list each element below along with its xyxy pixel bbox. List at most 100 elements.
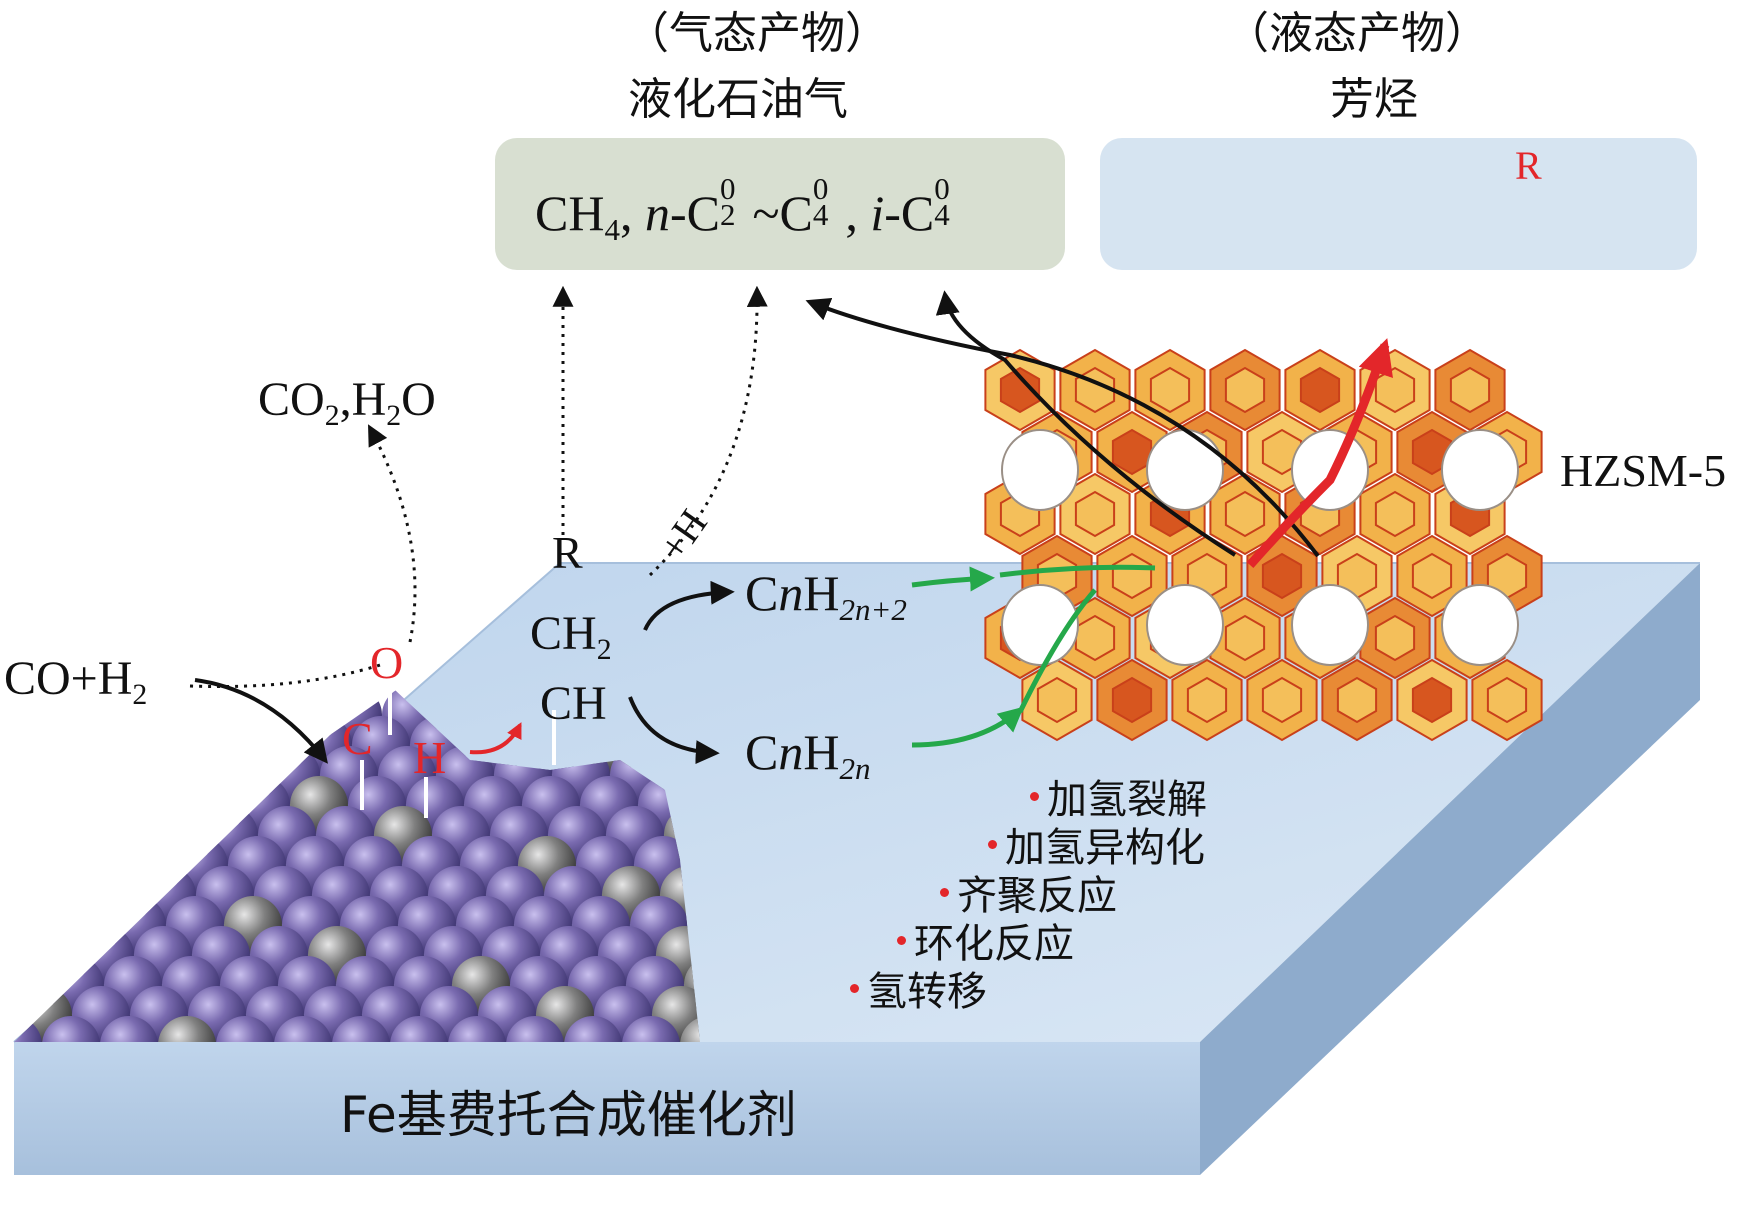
ch2-sub: 2	[596, 632, 612, 666]
formula-ch-sub: 4	[604, 211, 620, 247]
iron-atom	[14, 1016, 42, 1042]
chain-r-label: R	[552, 527, 583, 578]
reaction-text-1: 加氢裂解	[1047, 777, 1207, 823]
reaction-text-5: 氢转移	[867, 969, 987, 1015]
reaction-text-3: 齐聚反应	[957, 873, 1117, 919]
iron-atom	[274, 1016, 332, 1042]
bullet-icon	[988, 839, 997, 849]
iron-atom	[332, 1016, 390, 1042]
surface-bonds	[360, 693, 556, 818]
iron-atom	[112, 836, 170, 894]
reaction-item-2: 加氢异构化	[988, 828, 1205, 868]
formula-sep2: ,	[845, 185, 871, 241]
iron-atom	[622, 1016, 680, 1042]
iron-atom	[54, 836, 112, 894]
iron-atom	[14, 746, 30, 804]
zeolite-pore	[1001, 429, 1079, 511]
carbon-atom	[62, 716, 120, 774]
zeolite-pore	[1441, 429, 1519, 511]
iron-atom	[564, 1016, 622, 1042]
formula-n-prefix: n	[644, 185, 670, 241]
black-arrows	[194, 290, 1320, 765]
reaction-item-1: 加氢裂解	[1030, 780, 1207, 820]
zeolite-cell	[1374, 490, 1416, 538]
iron-atom	[58, 776, 116, 834]
formula-c4-sup: 0	[812, 171, 829, 207]
iron-atom	[14, 806, 26, 864]
gas-product-name: 液化石油气	[628, 74, 848, 125]
bullet-icon	[1030, 791, 1039, 801]
zeolite-cell	[1111, 428, 1153, 476]
chain-ch-label: CH	[540, 677, 607, 730]
alkane-h: H	[803, 565, 840, 621]
reaction-text-4: 环化反应	[914, 921, 1074, 967]
iron-atom	[14, 716, 62, 774]
iron-atom	[204, 746, 262, 804]
formula-c4-sub: 4	[812, 197, 829, 233]
reaction-text-2: 加氢异构化	[1005, 825, 1205, 871]
liquid-product-r-label: R	[1515, 143, 1542, 188]
gas-product-box	[495, 138, 1065, 270]
iron-atom	[18, 926, 76, 984]
zeolite-cell	[1036, 676, 1078, 724]
zeolite-cell	[1224, 366, 1266, 414]
byproducts-label: CO2,H2O	[258, 373, 436, 430]
zeolite-cell	[1111, 676, 1153, 724]
formula-c2-sub: 2	[719, 197, 736, 233]
zeolite-cell	[1074, 614, 1116, 662]
iron-atom	[50, 896, 108, 954]
iron-atom	[120, 716, 178, 774]
hydrogen-transfer-arrow	[469, 722, 522, 755]
bullet-icon	[940, 887, 949, 897]
zeolite-cell	[1336, 676, 1378, 724]
alkane-n: n	[778, 565, 804, 621]
surface-hydrogen-label: H	[413, 732, 447, 783]
formula-tilde-c4: ~C	[752, 185, 813, 241]
zeolite-pore	[1146, 429, 1224, 511]
alkene-n: n	[778, 724, 804, 780]
iron-atom	[42, 1016, 100, 1042]
surface-oxygen-label: O	[370, 637, 404, 688]
alkene-c: C	[745, 724, 779, 780]
iron-atom	[150, 690, 208, 744]
iron-atom	[390, 1016, 448, 1042]
zeolite-cell	[1111, 552, 1153, 600]
alkene-sub: 2n	[839, 750, 871, 786]
zeolite-pore	[1146, 584, 1224, 666]
carbon-atom	[158, 1016, 216, 1042]
zeolite-pore	[1001, 584, 1079, 666]
carbon-atom	[146, 746, 204, 804]
iron-atom	[30, 746, 88, 804]
zeolite-cell	[1186, 676, 1228, 724]
liquid-product-name: 芳烃	[1330, 74, 1418, 125]
reaction-item-3: 齐聚反应	[940, 876, 1117, 916]
zeolite-cell	[1374, 366, 1416, 414]
formula-ic4: -C	[884, 185, 935, 241]
liquid-product-box	[1100, 138, 1697, 270]
h2-sub: 2	[132, 677, 148, 711]
iron-atom	[100, 1016, 158, 1042]
formula-ic4-sup: 0	[934, 171, 950, 207]
alkane-sub: 2n+2	[839, 591, 907, 627]
alkane-c: C	[745, 565, 779, 621]
iron-atom	[178, 716, 236, 774]
iron-atom	[266, 690, 324, 744]
dotted-arrows	[189, 285, 768, 689]
zeolite-cell	[999, 366, 1041, 414]
bullet-icon	[897, 935, 906, 945]
chain-ch2-label: CH2	[530, 607, 612, 664]
formula-c2-sup: 0	[719, 171, 736, 207]
ch2-label: CH	[530, 607, 597, 660]
zeolite-pore	[1441, 584, 1519, 666]
iron-atom	[26, 806, 84, 864]
reaction-item-5: 氢转移	[850, 972, 987, 1012]
co2-label: CO	[258, 373, 325, 426]
carbon-atom	[680, 1016, 700, 1042]
iron-atom	[236, 716, 294, 774]
zeolite-cell	[1261, 552, 1303, 600]
